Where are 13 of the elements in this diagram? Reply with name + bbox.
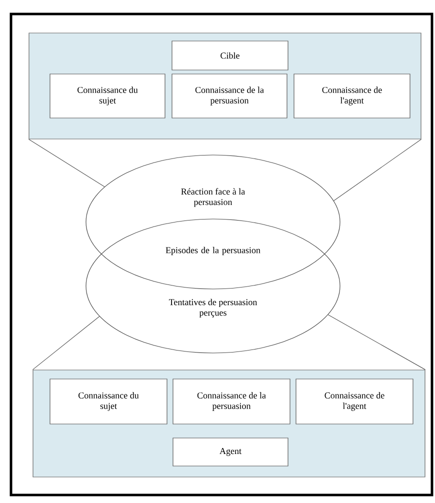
text-box: Connaissance de l'agent (294, 74, 410, 118)
connector-line (333, 139, 422, 201)
label-text: Episodes de la persuasion (166, 246, 260, 256)
text-box: Agent (172, 438, 288, 466)
text-box: Cible (172, 40, 288, 70)
connector-line (28, 139, 105, 188)
text-box: Connaissance de la persuasion (172, 74, 288, 118)
text-box: Connaissance de la persuasion (172, 378, 290, 424)
text-box: Connaissance de l'agent (296, 378, 414, 424)
connector-line (328, 314, 426, 370)
text-box: Connaissance du sujet (50, 378, 168, 424)
text-box: Connaissance du sujet (50, 74, 166, 118)
connector-line (32, 316, 100, 370)
